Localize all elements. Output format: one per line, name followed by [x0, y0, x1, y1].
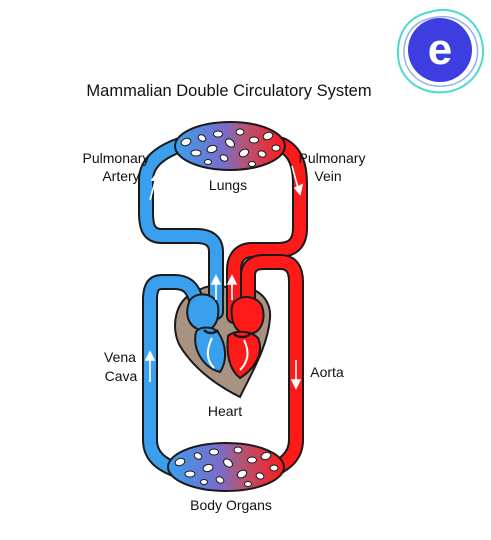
body-organs-label: Body Organs: [190, 497, 272, 513]
pulmonary-artery-label-2: Artery: [102, 168, 139, 184]
aorta-label: Aorta: [310, 364, 344, 380]
lungs-label: Lungs: [209, 177, 247, 193]
right-ventricle: [194, 326, 226, 374]
e-brand-logo-icon: e: [396, 9, 485, 94]
lungs-capillary-bed: [174, 121, 286, 171]
heart-label: Heart: [208, 403, 242, 419]
deoxygenated-vessels: [138, 137, 224, 480]
vena-cava-label-2: Cava: [105, 368, 138, 384]
right-atrium: [186, 293, 220, 332]
left-atrium: [230, 296, 265, 336]
pulmonary-vein-label-2: Vein: [314, 168, 341, 184]
pulmonary-artery-label-1: Pulmonary: [83, 150, 150, 166]
left-ventricle: [226, 330, 261, 380]
vena-cava-label-1: Vena: [104, 349, 136, 365]
body-organs-capillary-bed: [167, 442, 285, 492]
diagram-title: Mammalian Double Circulatory System: [86, 82, 371, 100]
flow-arrows: [144, 165, 304, 390]
heart-chambers: [186, 293, 265, 380]
pulmonary-vein-label-1: Pulmonary: [299, 150, 366, 166]
logo-letter: e: [428, 25, 452, 74]
oxygenated-vessels: [226, 137, 308, 480]
